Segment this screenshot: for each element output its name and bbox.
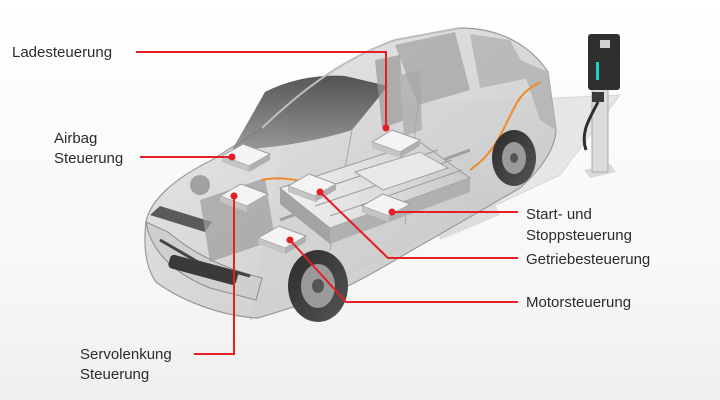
callout-lines (136, 51, 518, 355)
label-motor: Motorsteuerung (526, 294, 632, 311)
label-transmission: Getriebesteuerung (526, 251, 651, 268)
label-steering-line2: Steuerung (80, 366, 150, 383)
front-wheel (288, 250, 348, 322)
ecu-module-airbag (220, 143, 272, 172)
label-start-stop-line2: Stoppsteuerung (526, 227, 632, 244)
label-charging: Ladesteuerung (12, 44, 113, 61)
callout-dots (228, 124, 396, 244)
ev-charger-icon (582, 34, 620, 178)
label-airbag-line2: Steuerung (54, 150, 124, 167)
ecu-module-steering (218, 183, 270, 212)
label-start-stop-line1: Start- und (526, 206, 592, 223)
callout-motor (289, 239, 518, 303)
callout-transmission (319, 191, 518, 259)
ecu-module-charging (370, 129, 422, 158)
label-steering-line1: Servolenkung (80, 346, 172, 363)
label-airbag-line1: Airbag (54, 130, 98, 147)
callout-charging (136, 51, 387, 128)
callout-steering (194, 196, 235, 355)
rear-wheel (492, 130, 536, 186)
ecu-module-transmission (286, 173, 338, 202)
